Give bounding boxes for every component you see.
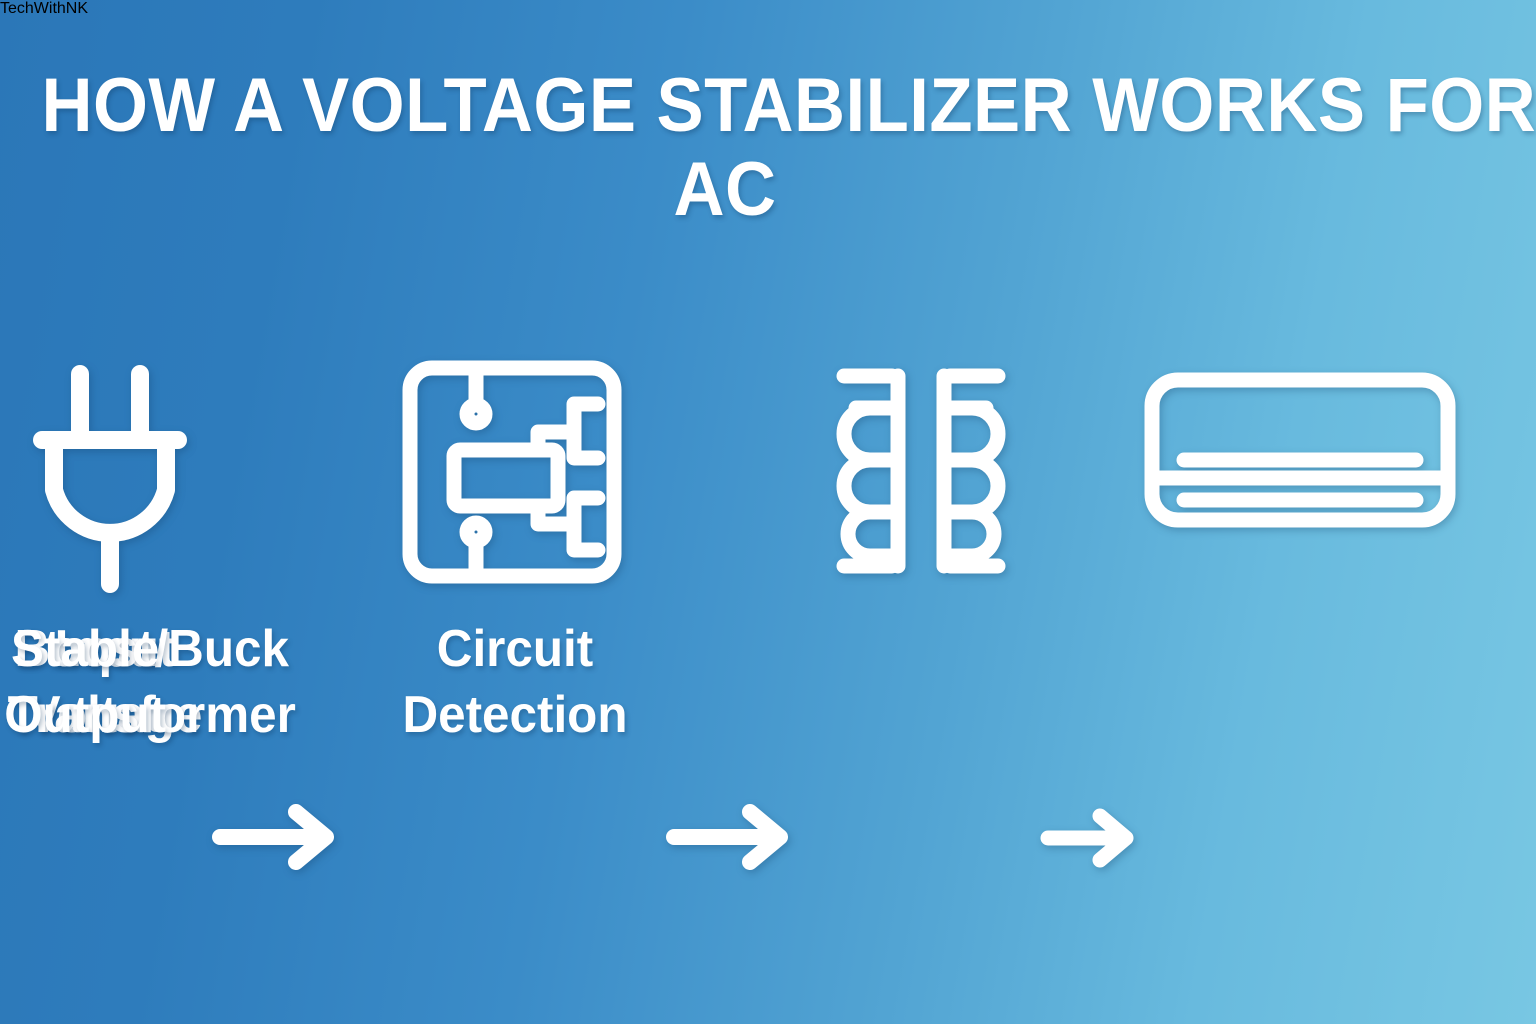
page-title-line-1: HOW A VOLTAGE STABILIZER WORKS FOR xyxy=(41,63,1536,148)
brand-watermark: TechWithNK xyxy=(0,0,89,17)
air-conditioner-icon xyxy=(1144,372,1456,528)
label-boost-buck-transformer: Boost/Buck Transformer xyxy=(8,616,296,748)
transformer-coils-icon xyxy=(836,368,1006,574)
label-boost-buck-transformer-line-2: Transformer xyxy=(7,686,296,744)
label-circuit-detection-line-2: Detection xyxy=(402,686,628,744)
circuit-board-icon xyxy=(402,360,622,584)
page-title: HOW A VOLTAGE STABILIZER WORKS FOR AC xyxy=(41,64,1535,232)
ac-body xyxy=(1144,372,1456,528)
flow-arrow-3 xyxy=(1040,808,1140,868)
label-stable-output-line-2: Output xyxy=(4,686,167,744)
label-stable-output-line-1: Stable xyxy=(11,620,160,678)
flow-arrow-2 xyxy=(666,804,796,870)
step-boost-buck-transformer xyxy=(826,352,1016,612)
label-stable-output: Stable Output xyxy=(4,616,166,748)
step-input-voltage xyxy=(18,352,208,612)
label-boost-buck-transformer-line-1: Boost/Buck xyxy=(14,620,289,678)
arrow-right-icon xyxy=(212,804,334,870)
transformer-primary-coil xyxy=(836,368,906,574)
circuit-chip xyxy=(446,442,566,514)
step-labels: Input Voltage Circuit Detection Boost/Bu… xyxy=(0,616,1536,766)
label-circuit-detection: Circuit Detection xyxy=(401,616,629,748)
circuit-frame xyxy=(402,360,622,584)
label-input-voltage-line-1: Input xyxy=(54,620,176,678)
flow-arrow-1 xyxy=(212,804,342,870)
label-circuit-detection-line-1: Circuit xyxy=(436,620,594,678)
step-stable-output xyxy=(1140,352,1460,612)
label-input-voltage-line-2: Voltage xyxy=(27,686,203,744)
arrow-right-icon xyxy=(666,804,788,870)
process-flow xyxy=(0,352,1536,870)
power-plug-icon xyxy=(33,365,187,593)
transformer-secondary-coil xyxy=(936,368,1006,574)
label-input-voltage: Input Voltage xyxy=(6,616,225,748)
page-title-line-2: AC xyxy=(673,147,777,232)
step-circuit-detection xyxy=(396,352,628,612)
arrow-right-icon xyxy=(1040,808,1134,868)
